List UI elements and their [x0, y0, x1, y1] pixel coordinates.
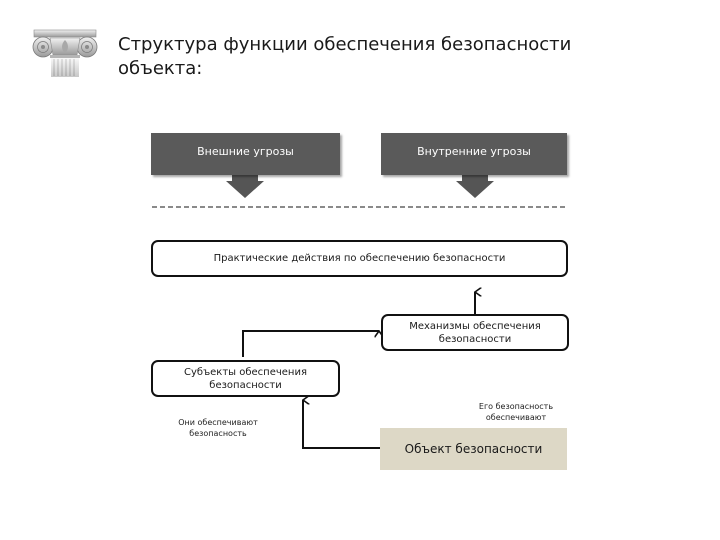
they-provide-annotation: Они обеспечивают безопасность — [178, 418, 258, 438]
internal-threat-down-arrow — [456, 172, 494, 198]
subjects-box: Субъекты обеспечения безопасности — [151, 360, 340, 397]
security-object-box: Объект безопасности — [380, 428, 567, 470]
subjects-to-mechanisms-arrow — [242, 330, 379, 357]
subjects-label: Субъекты обеспечения безопасности — [184, 366, 307, 391]
practical-actions-label: Практические действия по обеспечению без… — [213, 253, 506, 264]
internal-threats-label: Внутренние угрозы — [417, 144, 531, 158]
ionic-column-capital-icon — [32, 29, 98, 77]
practical-actions-box: Практические действия по обеспечению без… — [151, 240, 568, 277]
object-to-subjects-arrow — [302, 400, 380, 449]
external-threat-down-arrow — [226, 172, 264, 198]
security-object-label: Объект безопасности — [404, 442, 543, 456]
page-title: Структура функции обеспечения безопаснос… — [118, 34, 572, 79]
mechanisms-box: Механизмы обеспечения безопасности — [381, 314, 569, 351]
internal-threats-box: Внутренние угрозы — [381, 133, 567, 175]
external-threats-label: Внешние угрозы — [197, 144, 294, 158]
external-threats-box: Внешние угрозы — [151, 133, 340, 175]
mechanisms-label: Механизмы обеспечения безопасности — [409, 320, 541, 345]
its-security-provided-annotation: Его безопасность обеспечивают — [478, 402, 554, 422]
